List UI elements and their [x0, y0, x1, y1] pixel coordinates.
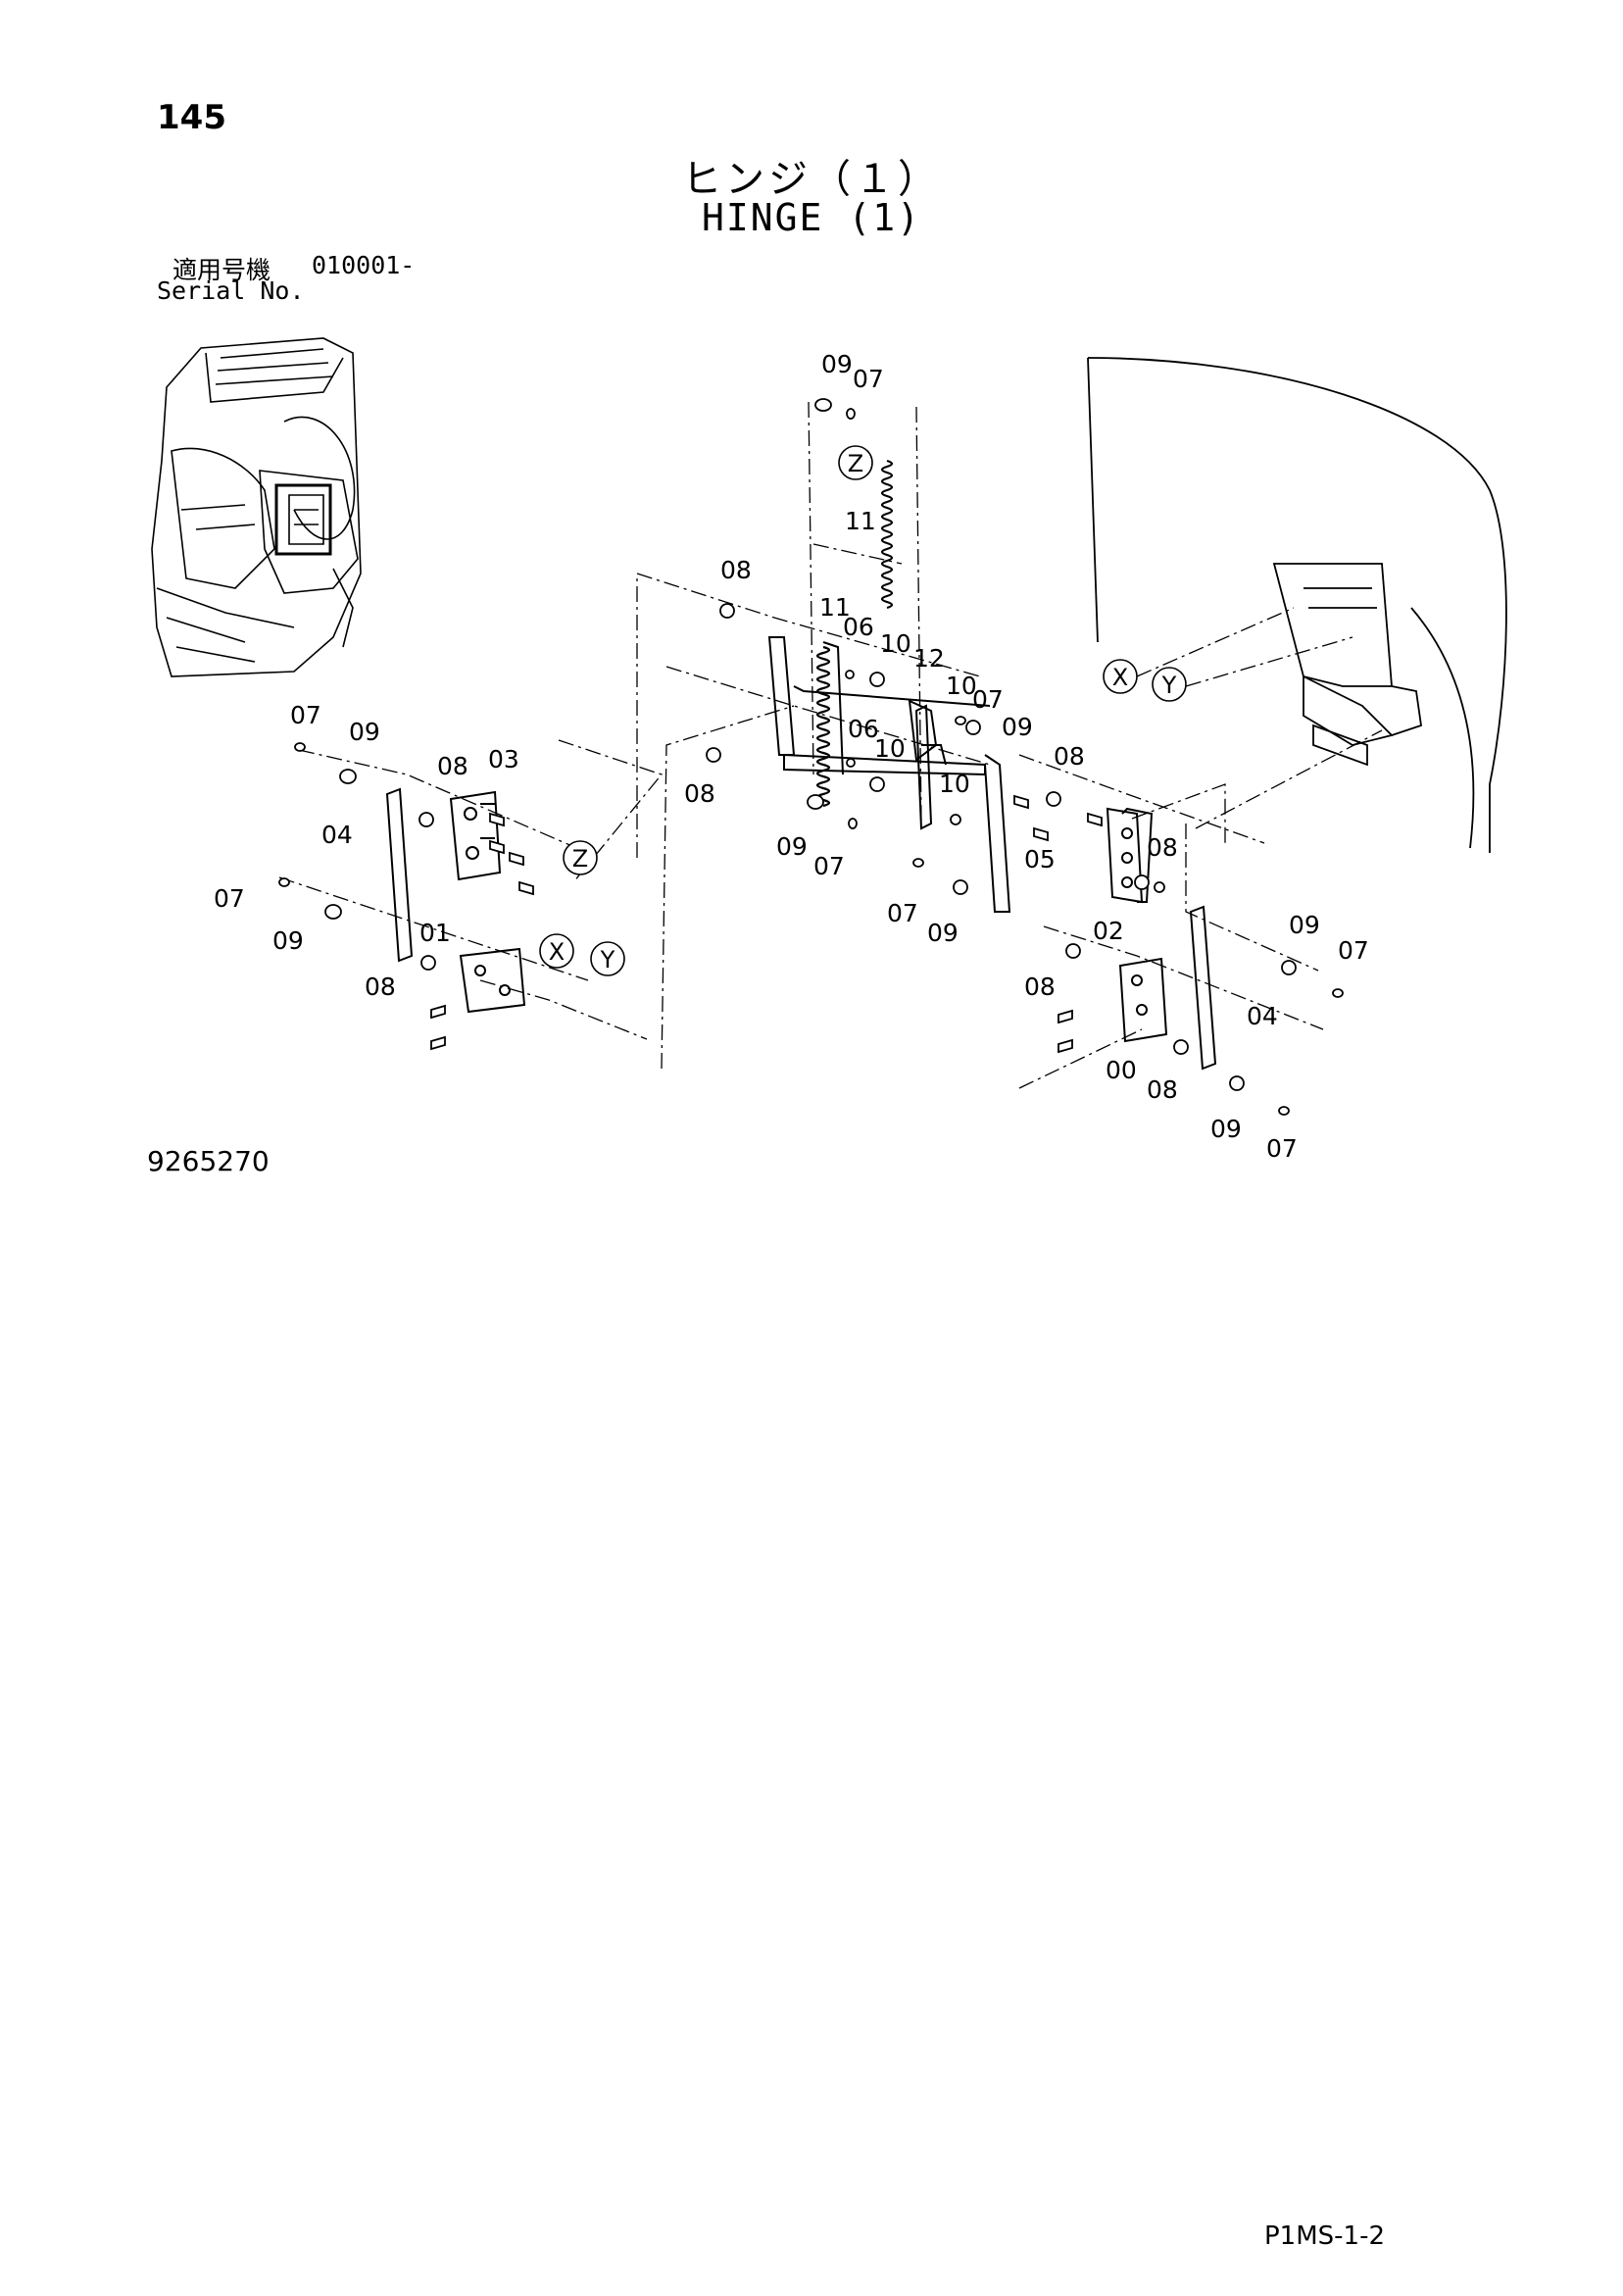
reference-marker-letter: X — [549, 938, 565, 966]
reference-marker-y: Y — [1152, 667, 1187, 702]
callout-label: 09 — [821, 350, 853, 378]
callout-label: 04 — [321, 821, 353, 849]
page-number: 145 — [157, 98, 226, 137]
reference-marker-letter: Z — [848, 450, 863, 477]
callout-label: 07 — [1266, 1134, 1298, 1163]
callout-label: 08 — [365, 973, 396, 1001]
reference-marker-letter: Z — [572, 845, 588, 873]
callout-label: 12 — [913, 644, 945, 673]
reference-marker-x: X — [1103, 659, 1138, 694]
callout-label: 07 — [214, 884, 245, 913]
callout-label: 09 — [1002, 713, 1033, 741]
fasteners — [278, 398, 1344, 1116]
part-callouts: 09 07 11 08 11 06 10 12 10 07 09 07 09 0… — [214, 350, 1369, 1163]
callout-label: 08 — [684, 779, 715, 808]
callout-label: 07 — [853, 365, 884, 393]
reference-marker-letter: X — [1112, 664, 1128, 691]
callout-label: 10 — [939, 770, 970, 798]
serial-label-english: Serial No. — [157, 276, 305, 305]
callout-label: 07 — [813, 852, 845, 880]
reference-marker-x: X — [539, 933, 574, 969]
leader-lines — [278, 401, 1383, 1089]
callout-label: 06 — [848, 715, 879, 743]
left-hinge-parts — [385, 787, 1217, 1071]
callout-label: 03 — [488, 745, 519, 774]
callout-label: 08 — [720, 556, 752, 584]
reference-marker-letter: Y — [1161, 672, 1177, 699]
callout-label: 07 — [1338, 936, 1369, 965]
callout-label: 07 — [887, 899, 918, 927]
callout-label: 09 — [272, 926, 304, 955]
callout-label: 05 — [1024, 845, 1056, 873]
reference-marker-y: Y — [590, 941, 625, 976]
reference-marker-letter: Y — [600, 946, 615, 973]
reference-marker-z: Z — [838, 445, 873, 480]
reference-marker-z: Z — [563, 840, 598, 875]
callout-label: 08 — [1147, 833, 1178, 862]
serial-label-japanese: 適用号機 — [172, 256, 271, 284]
callout-label: 07 — [972, 685, 1004, 714]
title-japanese: ヒンジ（１） — [682, 157, 941, 202]
callout-label: 08 — [1024, 973, 1056, 1001]
callout-label: 04 — [1247, 1002, 1278, 1030]
machine-overview-illustration — [151, 337, 362, 677]
callout-label: 08 — [437, 752, 468, 780]
reference-markers: Z Z X Y X Y — [539, 445, 1187, 976]
callout-label: 09 — [349, 718, 380, 746]
title-english: HINGE (1) — [702, 196, 921, 239]
callout-label: 07 — [290, 701, 321, 729]
cab-glass-outline — [1087, 357, 1507, 853]
page-code: P1MS-1-2 — [1264, 2221, 1386, 2251]
callout-label: 08 — [1147, 1075, 1178, 1104]
callout-label: 10 — [874, 734, 906, 763]
callout-label: 00 — [1106, 1056, 1137, 1084]
callout-label: 10 — [880, 629, 911, 658]
callout-label: 06 — [843, 613, 874, 641]
callout-label: 09 — [1289, 911, 1320, 939]
callout-label: 08 — [1054, 742, 1085, 771]
callout-label: 09 — [1210, 1115, 1242, 1143]
callout-label: 11 — [845, 507, 876, 535]
serial-number-value: 010001- — [312, 251, 416, 279]
hinge-frame-assembly — [767, 636, 1154, 913]
callout-label: 01 — [419, 919, 451, 947]
callout-label: 09 — [776, 832, 808, 861]
callout-label: 10 — [946, 672, 977, 700]
drawing-number: 9265270 — [147, 1145, 270, 1177]
callout-label: 09 — [927, 919, 959, 947]
callout-label: 02 — [1093, 917, 1124, 945]
springs — [815, 459, 894, 808]
callout-label: 11 — [819, 593, 851, 622]
